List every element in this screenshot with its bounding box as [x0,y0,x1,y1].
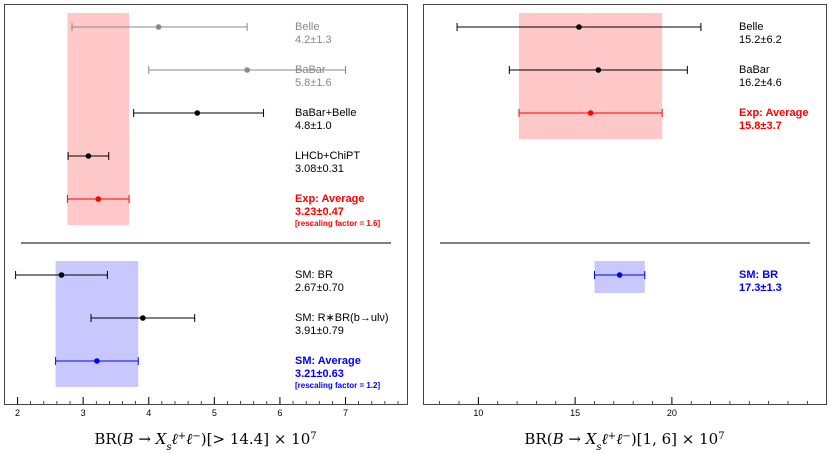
x-tick-label: 4 [146,408,151,418]
data-point [587,110,594,116]
x-axis-title-part: → [134,430,156,448]
x-axis-title-part: 7 [718,431,724,442]
measurement-label: Belle [295,21,319,33]
x-axis-title-part: X [585,430,598,448]
measurement-value: 2.67±0.70 [295,282,344,294]
x-tick-label: 3 [81,408,86,418]
x-axis-title-part: X [155,430,168,448]
measurement-value: 3.23±0.47 [295,206,344,218]
x-tick-label: 10 [473,408,483,418]
x-axis-title-part: ℓ [172,430,178,448]
x-axis-title-part: BR( [524,430,552,448]
measurement-value: 4.8±1.0 [295,120,332,132]
x-axis-title-part: BR( [94,430,122,448]
measurement-label: Belle [739,21,763,33]
x-axis-title-part: ℓ [602,430,608,448]
measurement-label: Exp: Average [295,193,365,205]
x-axis-title: BR(B → Xsℓ+ℓ−)[1, 6] × 107 [524,430,724,453]
x-axis-title-part: 7 [310,431,316,442]
x-axis-title-part: ℓ [616,430,622,448]
x-axis-title-part: + [178,431,186,442]
data-point [155,24,162,30]
measurement-value: 16.2±4.6 [739,77,782,89]
x-axis-title-part: s [166,442,171,453]
x-tick-label: 6 [277,408,282,418]
x-axis-title-part: s [596,442,601,453]
measurement-label: BaBar+Belle [295,107,356,119]
measurement-value: 17.3±1.3 [739,282,782,294]
x-tick-label: 15 [570,408,580,418]
measurement-value: 3.91±0.79 [295,325,344,337]
measurement-label: SM: R∗BR(b→ulν) [295,312,389,324]
measurement-label: LHCb+ChiPT [295,150,360,162]
x-tick-label: 5 [212,408,217,418]
x-tick-label: 2 [15,408,20,418]
average-band [519,13,663,139]
plot-frame [423,4,827,405]
measurement-label: BaBar [739,64,770,76]
x-axis-title-part: B [552,430,564,448]
data-point [616,272,623,278]
measurement-label: SM: BR [739,269,778,281]
data-point [595,67,602,73]
data-point [58,272,65,278]
measurement-label: SM: Average [295,355,361,367]
plot-frame [4,4,408,405]
x-axis-title-part: − [192,431,200,442]
measurement-label: SM: BR [295,269,333,281]
x-axis-title-part: )[1, 6] × 10 [631,430,718,448]
x-axis-title-part: → [564,430,586,448]
data-point [244,67,250,73]
x-tick-label: 7 [343,408,348,418]
average-band [67,13,130,225]
measurement-value: 3.21±0.63 [295,368,344,380]
data-point [194,110,201,116]
x-axis-title: BR(B → Xsℓ+ℓ−)[> 14.4] × 107 [94,430,316,453]
data-point [94,358,100,364]
measurement-value: 15.2±6.2 [739,34,782,46]
x-axis-title-part: − [622,431,630,442]
data-point [140,315,146,321]
measurement-label: Exp: Average [739,107,809,119]
data-point [576,24,582,30]
x-tick-label: 20 [667,408,677,418]
x-axis-title-part: + [608,431,616,442]
x-axis-title-part: B [122,430,134,448]
measurement-value: 15.8±3.7 [739,120,782,132]
data-point [95,196,102,202]
rescaling-note: [rescaling factor = 1.6] [295,219,380,228]
data-point [85,153,92,159]
average-band [55,261,139,387]
measurement-value: 5.8±1.6 [295,77,332,89]
x-axis-title-part: ℓ [186,430,192,448]
measurement-value: 3.08±0.31 [295,163,344,175]
rescaling-note: [rescaling factor = 1.2] [295,381,380,390]
measurement-value: 4.2±1.3 [295,34,332,46]
x-axis-title-part: )[> 14.4] × 10 [201,430,310,448]
measurement-label: BaBar [295,64,326,76]
